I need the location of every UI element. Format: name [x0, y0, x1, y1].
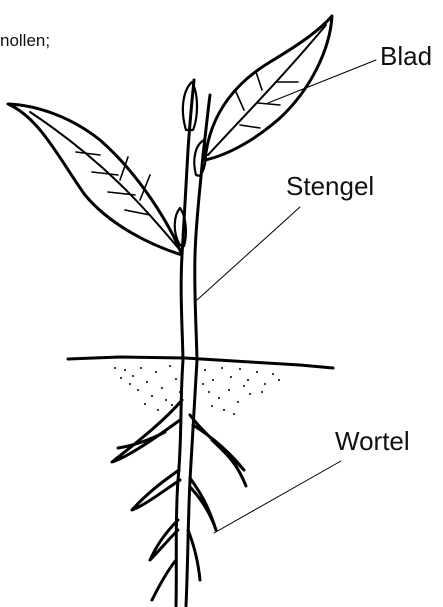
ground-line — [68, 357, 333, 368]
leaf-right — [205, 16, 332, 160]
leaf-left — [8, 104, 182, 255]
truncated-text-fragment: nollen; — [0, 32, 50, 49]
leader-lines — [197, 60, 376, 533]
label-stem: Stengel — [286, 173, 374, 199]
leader-line-root — [214, 461, 341, 533]
leader-line-stem — [197, 207, 300, 300]
roots — [112, 360, 246, 606]
label-root: Wortel — [335, 428, 410, 454]
label-leaf: Blad — [380, 43, 432, 69]
